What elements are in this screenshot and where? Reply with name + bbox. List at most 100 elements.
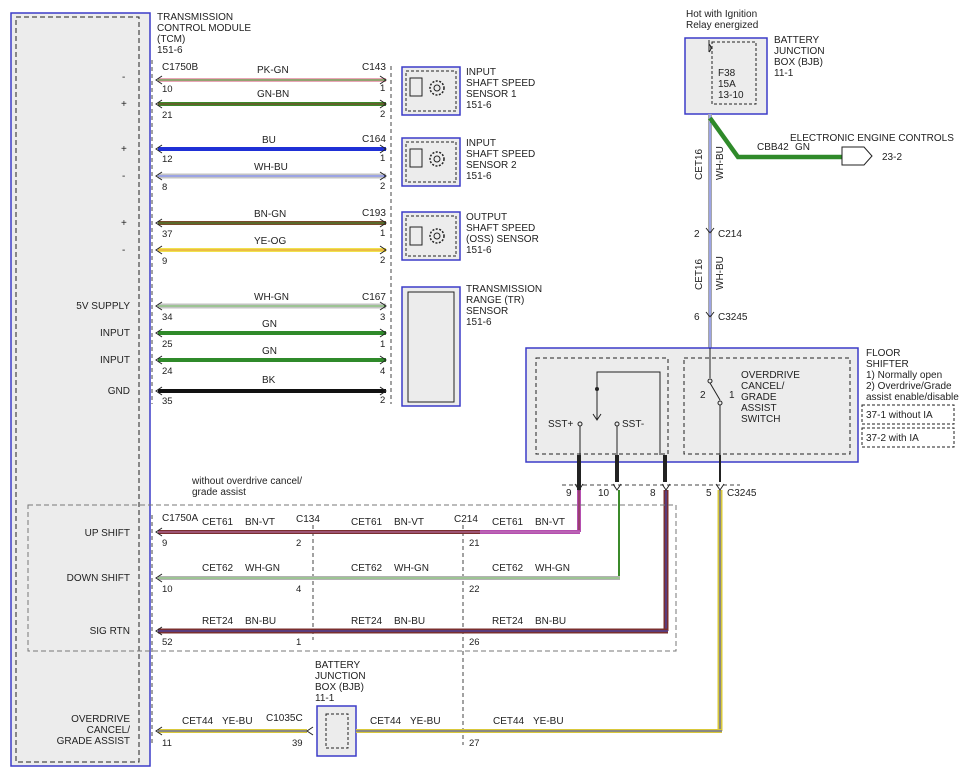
eec-circuit: CBB42 (757, 142, 789, 153)
wire-bn-bu-vertical (663, 455, 669, 631)
tcm-pin: 9 (162, 538, 167, 549)
circuit-label: RET24 (351, 616, 383, 627)
bjb-bottom-ref: 11-1 (315, 693, 335, 704)
od-label: OVERDRIVE (71, 714, 130, 725)
oss-sensor (401, 211, 461, 261)
polarity-sign: + (121, 99, 127, 110)
connector-c167: C167 (362, 292, 386, 303)
tcm-pin: 8 (162, 182, 167, 193)
iss1-sensor (401, 66, 461, 116)
wire-color-label: WH-BU (254, 162, 288, 173)
wire-wh-gn-vertical (615, 455, 620, 578)
c3245-pin: 6 (694, 312, 700, 323)
tcm-title-3: (TCM) (157, 34, 185, 45)
od-switch-icon (707, 348, 723, 455)
without-note: without overdrive cancel/ (191, 476, 302, 487)
color-label: WH-GN (245, 563, 280, 574)
color-label: WH-GN (535, 563, 570, 574)
c214-connector-symbol (705, 227, 715, 234)
bjb-bottom-inner (325, 713, 349, 749)
c3245-connector-symbol (705, 311, 715, 318)
od-label: CANCEL/ (87, 725, 131, 736)
sensor-pin: 2 (380, 109, 385, 120)
sensor-pin: 1 (380, 339, 385, 350)
fuse-label: 13-10 (718, 90, 744, 101)
floor-shifter-note: assist enable/disable (866, 392, 959, 403)
tcm-signal-label: INPUT (100, 355, 130, 366)
c134-pin: 4 (296, 584, 301, 595)
without-note: grade assist (192, 487, 246, 498)
tcm-pin: 11 (162, 738, 172, 749)
c134-pin: 1 (296, 637, 301, 648)
oss-label: SHAFT SPEED (466, 223, 535, 234)
circuit-label: CET61 (351, 517, 383, 528)
connector-c164: C164 (362, 134, 386, 145)
tr-label: RANGE (TR) (466, 295, 524, 306)
sensor-chevrons (379, 75, 387, 396)
sig-rtn-label: SIG RTN (90, 626, 130, 637)
option-2: 37-2 with IA (866, 433, 919, 444)
fuse-label: F38 (718, 68, 736, 79)
sst-switch-icon (577, 371, 661, 455)
c214-pin: 26 (469, 637, 480, 648)
sensor-pin: 1 (380, 153, 385, 164)
iss2-sensor (401, 137, 461, 187)
iss1-ref: 151-6 (466, 100, 492, 111)
polarity-sign: - (122, 245, 125, 256)
option-box-1 (861, 404, 955, 425)
cet16-color-2: WH-BU (715, 256, 726, 290)
tcm-pin: 25 (162, 339, 173, 350)
wire-color-label: GN (262, 319, 277, 330)
bjb-bottom-title: BATTERY (315, 660, 361, 671)
connector-symbol (574, 483, 584, 491)
bjb-top-title: BOX (BJB) (774, 57, 823, 68)
floor-shifter-box (525, 347, 859, 463)
tcm-box (10, 12, 151, 767)
option-box-2 (861, 427, 955, 448)
hot-note: Relay energized (686, 20, 758, 31)
c3245-pin: 9 (566, 488, 572, 499)
wire-color-label: BN-GN (254, 209, 286, 220)
connector-symbol (661, 483, 671, 491)
tr-label: TRANSMISSION (466, 284, 542, 295)
c214-label: C214 (718, 229, 742, 240)
color-label: BN-BU (535, 616, 566, 627)
od-switch-label: OVERDRIVE (741, 370, 800, 381)
circuit-label: CET62 (492, 563, 524, 574)
connector-symbol (306, 726, 314, 736)
tcm-connector-c1750b: C1750B (162, 62, 198, 73)
sensor-pin: 3 (380, 312, 385, 323)
connector-symbol (612, 483, 622, 491)
wire-color-label: GN (262, 346, 277, 357)
c214-pin: 2 (694, 229, 700, 240)
tcm-connector-c1750a: C1750A (162, 513, 198, 524)
wire-color-label: WH-GN (254, 292, 289, 303)
circuit-label: CET44 (182, 716, 214, 727)
connector-c193: C193 (362, 208, 386, 219)
color-label: BN-VT (394, 517, 424, 528)
color-label: BN-VT (535, 517, 565, 528)
od-switch-label: CANCEL/ (741, 381, 785, 392)
bjb-bottom-title: BOX (BJB) (315, 682, 364, 693)
sensor-pin: 1 (380, 83, 385, 94)
od-pin-2: 2 (700, 390, 706, 401)
wire-cbb42 (708, 116, 842, 160)
od-label: GRADE ASSIST (57, 736, 130, 747)
tcm-pin: 10 (162, 584, 173, 595)
tr-label: SENSOR (466, 306, 508, 317)
circuit-label: CET44 (493, 716, 525, 727)
tcm-chevrons (155, 75, 163, 736)
od-switch-dash (683, 357, 851, 455)
cet16-color: WH-BU (715, 146, 726, 180)
tcm-pin: 9 (162, 256, 167, 267)
floor-shifter-title: FLOOR (866, 348, 900, 359)
bjb-bottom-pin: 39 (292, 738, 303, 749)
sensor-pin: 2 (380, 255, 385, 266)
tcm-signal-label: INPUT (100, 328, 130, 339)
circuit-label: RET24 (492, 616, 524, 627)
circuit-label: CET61 (202, 517, 234, 528)
sst-plus: SST+ (548, 419, 573, 430)
fuse-label: 15A (718, 79, 736, 90)
wire-color-label: YE-OG (254, 236, 286, 247)
tcm-title-1: TRANSMISSION (157, 12, 233, 23)
